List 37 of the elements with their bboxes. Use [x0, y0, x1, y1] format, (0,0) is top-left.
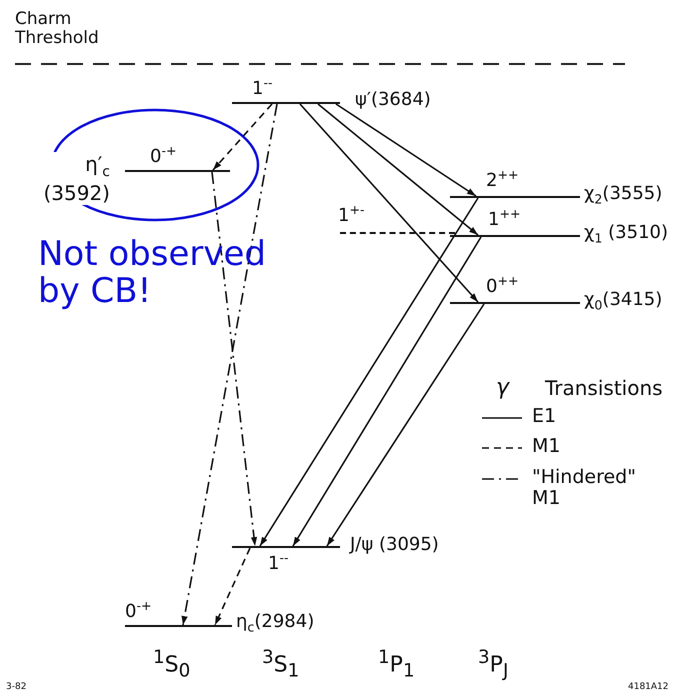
- transition-arrow: [182, 104, 278, 626]
- state-label: J/ψ (3095): [350, 535, 439, 555]
- transition-arrow: [212, 103, 273, 171]
- term-label: $^{1}$P$_{1}$: [378, 648, 415, 682]
- spin-parity-label: 1$^{+-}$: [338, 203, 365, 226]
- term-label: $^{1}$S$_{0}$: [153, 648, 190, 682]
- legend-text: M1: [532, 436, 562, 457]
- term-label: $^{3}$S$_{1}$: [262, 648, 300, 682]
- gamma-symbol: γ: [496, 376, 510, 400]
- figure-date: 3-82: [6, 683, 26, 693]
- spin-parity-label: 2$^{++}$: [486, 168, 519, 191]
- transition-arrow: [292, 236, 482, 546]
- transition-arrow: [259, 198, 479, 546]
- spin-parity-label: 0$^{-+}$: [125, 599, 152, 622]
- term-label: $^{3}$P$_{J}$: [478, 648, 508, 682]
- annotation-text: Not observed by CB!: [38, 236, 267, 311]
- state-label: ψ′(3684): [355, 90, 431, 110]
- transition-arrow: [326, 304, 485, 546]
- transition-arrow: [318, 103, 478, 236]
- transition-arrow: [299, 103, 479, 303]
- threshold-label: Charm Threshold: [15, 10, 100, 48]
- legend-title: Transistions: [545, 377, 663, 399]
- state-label: χ$_{0}$(3415): [584, 290, 662, 312]
- spin-parity-label: 1$^{--}$: [268, 551, 289, 574]
- spin-parity-label: 0$^{-+}$: [150, 144, 177, 167]
- state-label: χ$_{2}$(3555): [584, 184, 662, 206]
- legend-text: "Hindered" M1: [532, 467, 637, 509]
- state-label: η$_{c}$(2984): [236, 612, 314, 634]
- figure-code: 4181A12: [628, 683, 669, 693]
- transition-arrow: [214, 548, 251, 626]
- transition-arrow: [336, 103, 476, 197]
- spin-parity-label: 1$^{--}$: [252, 76, 273, 99]
- spin-parity-label: 1$^{++}$: [488, 207, 521, 230]
- spin-parity-label: 0$^{++}$: [486, 274, 519, 297]
- legend-text: E1: [532, 406, 558, 427]
- transition-arrow: [211, 172, 258, 546]
- state-label: χ$_{1}$ (3510): [584, 223, 668, 246]
